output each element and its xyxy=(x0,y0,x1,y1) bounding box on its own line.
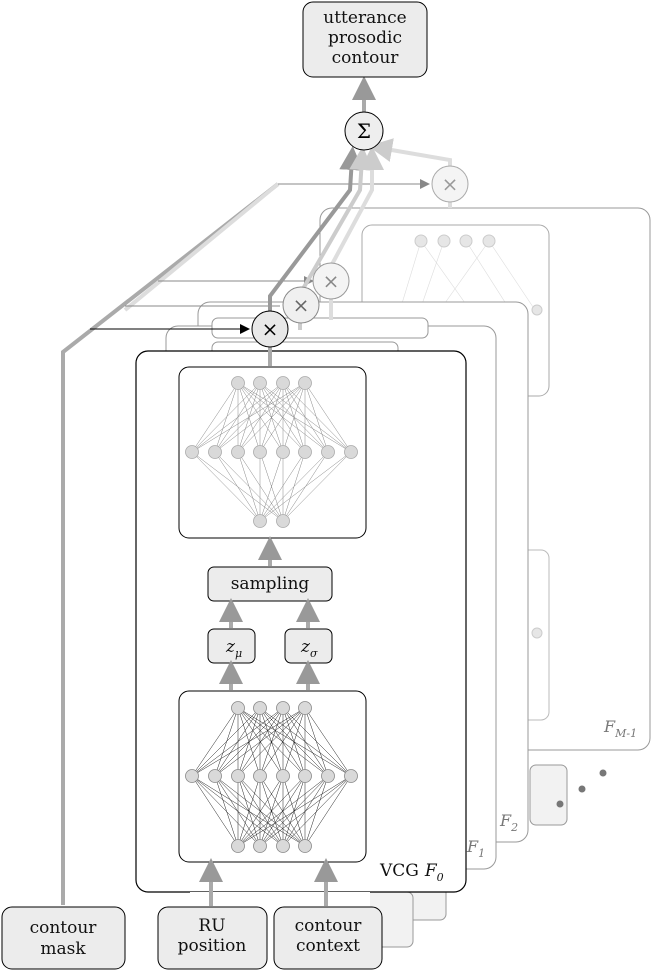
decoder-node xyxy=(276,445,290,459)
encoder-node xyxy=(208,769,222,783)
z-sigma-label: zσ xyxy=(300,637,318,660)
generator-label-fm1: FM-1 xyxy=(603,717,637,740)
svg-text:context: context xyxy=(296,936,360,956)
encoder-node xyxy=(231,839,245,853)
input-ru-position: RU position xyxy=(157,906,268,970)
input-contour-context: contour context xyxy=(273,906,383,970)
encoder-node xyxy=(321,769,335,783)
encoder-network xyxy=(178,690,367,863)
svg-text:×: × xyxy=(293,293,310,317)
sampling-box xyxy=(207,566,333,602)
decoder-node xyxy=(231,376,245,390)
encoder-node xyxy=(185,769,199,783)
decoder-node xyxy=(321,445,335,459)
decoder-node xyxy=(253,376,267,390)
svg-text:RU: RU xyxy=(198,916,225,936)
encoder-node xyxy=(276,839,290,853)
multiply-node-f1: × xyxy=(282,286,320,324)
encoder-node xyxy=(253,701,267,715)
sampling-label: sampling xyxy=(231,574,310,594)
fm1-nodes xyxy=(414,234,543,639)
decoder-node xyxy=(185,445,199,459)
svg-text:contour: contour xyxy=(332,48,400,68)
encoder-node xyxy=(253,839,267,853)
multiply-node-f2: × xyxy=(312,262,350,300)
decoder-node xyxy=(276,376,290,390)
encoder-node xyxy=(231,769,245,783)
multiply-node-f0: × xyxy=(251,310,289,348)
output-box: utterance prosodic contour xyxy=(302,1,428,78)
decoder-node xyxy=(344,445,358,459)
encoder-node xyxy=(231,701,245,715)
z-mu-label: zμ xyxy=(225,637,242,660)
ellipsis-dots xyxy=(556,769,607,808)
decoder-node xyxy=(253,514,267,528)
svg-text:Σ: Σ xyxy=(357,119,371,143)
encoder-node xyxy=(298,769,312,783)
decoder-node xyxy=(208,445,222,459)
generator-label-f1: F1 xyxy=(466,837,485,860)
mask-flow xyxy=(61,182,280,905)
decoder-node xyxy=(298,445,312,459)
svg-text:×: × xyxy=(442,172,459,196)
svg-text:contour: contour xyxy=(30,918,98,938)
sum-node: Σ xyxy=(344,111,384,151)
svg-text:mask: mask xyxy=(40,939,86,959)
svg-text:×: × xyxy=(323,269,340,293)
generator-label-f2: F2 xyxy=(499,811,518,834)
multiply-node-fm1: × xyxy=(431,165,469,203)
decoder-node xyxy=(231,445,245,459)
svg-text:contour: contour xyxy=(295,916,363,936)
fm1-top-net xyxy=(399,240,536,311)
encoder-node xyxy=(298,839,312,853)
svg-text:utterance: utterance xyxy=(323,8,406,28)
svg-text:prosodic: prosodic xyxy=(328,28,402,48)
decoder-network xyxy=(178,366,367,539)
encoder-node xyxy=(344,769,358,783)
encoder-node xyxy=(276,769,290,783)
encoder-node xyxy=(276,701,290,715)
encoder-node xyxy=(298,701,312,715)
decoder-node xyxy=(276,514,290,528)
decoder-node xyxy=(253,445,267,459)
input-contour-mask: contour mask xyxy=(1,906,126,970)
decoder-node xyxy=(298,376,312,390)
svg-text:×: × xyxy=(262,317,279,341)
encoder-node xyxy=(253,769,267,783)
svg-text:position: position xyxy=(178,936,247,956)
